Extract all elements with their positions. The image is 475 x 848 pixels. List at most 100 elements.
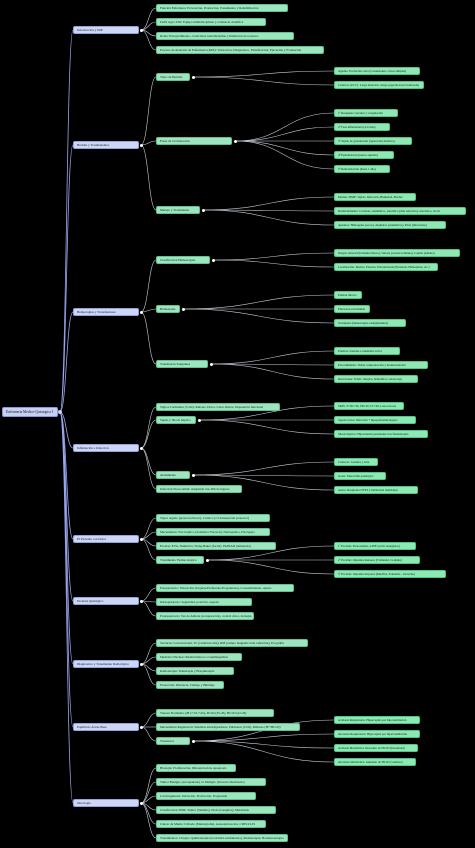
subtopic-5-remodelacion-hasta-1-ano[interactable]: 5ª Remodelación (hasta 1 año)	[334, 165, 390, 173]
subtopic-aereo-respirador-ffp2-y-habitacion-indiv[interactable]: Aéreo: Respirador FFP2 y habitación indi…	[334, 486, 418, 494]
subtopic-origen-arterial-brillante-chorro-venosa-[interactable]: Origen: Arterial (brillante/chorro), Ven…	[334, 249, 460, 257]
topic-preoperatorio-valoracion-urgente-prefere[interactable]: Preoperatorio: Valoración (Urgente/Prefe…	[156, 584, 294, 592]
topic-fases-de-cicatrizacion[interactable]: Fases de Cicatrización	[156, 137, 232, 145]
branch-equilibrio-acido-base[interactable]: Equilibrio Ácido-Base	[73, 723, 139, 731]
root-node[interactable]: Enfermeria Medico-Quirurgica I	[2, 407, 58, 417]
subtopic-procedimiento-doble-comprobacion-y-monit[interactable]: Procedimiento: Doble comprobación y moni…	[334, 361, 428, 369]
topic-biologia-proliferacion-diferenciacion-ap[interactable]: Biología: Proliferación, Diferenciación,…	[156, 764, 236, 772]
subtopic-sepsis-grave-infeccion-hipoperfusion-org[interactable]: Sepsis Grave: Infección + hipoperfusión/…	[334, 416, 416, 424]
topic-mecanismos-regulacion-sistemas-amortigua[interactable]: Mecanismos Regulación: Sistemas amortigu…	[156, 723, 300, 731]
subtopic-2-fase-inflamatoria-4-6-dias[interactable]: 2ª Fase inflamatoria (4-6 días)	[334, 123, 390, 131]
topic-intraoperatorio-seguridad-posicion-aseps[interactable]: Intraoperatorio: Seguridad, posición, as…	[156, 598, 252, 606]
topic-medicina-nuclear-radiofarmacos-e-gammagr[interactable]: Medicina Nuclear: Radiofármacos e Gammag…	[156, 653, 242, 661]
topic-toggle-manejo-y-tratamiento[interactable]	[201, 208, 205, 212]
branch-diagnostico-y-tratamiento-radiologico[interactable]: Diagnóstico y Tratamiento Radiológico	[73, 660, 139, 668]
subtopic-alcalosis-respiratoria-hipocapnia-por-hi[interactable]: Alcalosis Respiratoria: Hipocapnia por h…	[334, 730, 420, 738]
topic-mecanismos-nociceptivo-somatico-visceral[interactable]: Mecanismos: Nociceptivo (Somático/Viscer…	[156, 528, 270, 536]
topic-toggle-sepsis-y-shock-septico[interactable]	[197, 418, 201, 422]
subtopic-cronicas-ucc-larga-duracion-riesgo-upp-u[interactable]: Crónicas (UCC): Larga duración, riesgo (…	[334, 81, 424, 89]
subtopic-desbridamiento-cortante-enzimatico-autol[interactable]: Desbridamiento: Cortante, enzimático, au…	[334, 207, 466, 215]
topic-transfusion-sanguinea[interactable]: Transfusión Sanguínea	[156, 360, 208, 368]
connector-biologia-proliferacion-diferenciacion-ap	[140, 767, 157, 804]
branch-heridas-y-traumatismos[interactable]: Heridas y Traumatismos	[73, 141, 139, 149]
topic-toggle-transfusion-sanguinea[interactable]	[209, 362, 213, 366]
topic-toggle-trastornos[interactable]	[191, 739, 195, 743]
topic-tratamiento-farmacologico[interactable]: Tratamiento Farmacológico	[156, 556, 204, 564]
topic-sepsis-y-shock-septico[interactable]: Sepsis y Shock Séptico	[156, 416, 196, 424]
branch-introduccion-y-pae[interactable]: Introducción y PAE	[73, 26, 139, 34]
subtopic-modelo-time-tejido-infeccion-humedad-bor[interactable]: Modelo TIME: Tejido, Infección, Humedad,…	[334, 193, 416, 201]
subtopic-agudas-evolucion-corta-contusiones-corte[interactable]: Agudas: Evolución corta (Contusiones, co…	[334, 67, 420, 75]
topic-infeccion-nosocomial-adquirida-tras-48h-[interactable]: Infección Nosocomial: Adquirida tras 48h…	[156, 485, 242, 493]
branch-toggle-el-paciente-con-dolor[interactable]	[139, 537, 143, 541]
branch-hemorragias-y-transfusiones[interactable]: Hemorragias y Transfusiones	[73, 308, 139, 316]
connector-gotas-mascarilla-quirurgica	[192, 474, 335, 477]
topic-valores-normales-ph-7-35-7-45-pco2-35-45[interactable]: Valores Normales: pH (7.35-7.45), PCO2 (…	[156, 709, 274, 717]
topic-carcinogenesis-iniciacion-promocion-prog[interactable]: Carcinogénesis: Iniciación, Promoción, P…	[156, 792, 256, 800]
topic-tipos-agudo-protector-breve-cronico-3-6-[interactable]: Tipos: Agudo (protector/breve), Crónico …	[156, 514, 270, 522]
subtopic-4-epitelizacion-nuevo-epitelio[interactable]: 4ª Epitelización (nuevo epitelio)	[334, 151, 394, 159]
topic-toggle-hemostasia[interactable]	[181, 307, 185, 311]
subtopic-alcalosis-metabolica-aumento-de-hco3-vom[interactable]: Alcalosis Metabólica: Aumento de HCO3 (v…	[334, 758, 416, 766]
topic-proceso-de-atencion-de-enfermeria-pae-va[interactable]: Proceso de Atención de Enfermería (PAE):…	[156, 46, 324, 54]
subtopic-reacciones-febril-alergica-hemolitica-so[interactable]: Reacciones: Febril, alérgica, hemolítica…	[334, 375, 418, 383]
subtopic-sris-t-38-36-fr-20-fc-90-leucocitosis[interactable]: SRIS: T>38/<36, FR>20, FC>90, Leucocitos…	[334, 402, 404, 410]
branch-toggle-hemorragias-y-transfusiones[interactable]	[139, 310, 143, 314]
topic-toggle-tipos-de-heridas[interactable]	[191, 75, 195, 79]
topic-toggle-clasificacion-hemorragias[interactable]	[211, 258, 215, 262]
branch-el-paciente-con-dolor[interactable]: El Paciente con Dolor	[73, 535, 139, 543]
branch-toggle-inflamacion-e-infeccion[interactable]	[139, 446, 143, 450]
subtopic-shock-septico-hipotension-persistente-tr[interactable]: Shock Séptico: Hipotensión persistente t…	[334, 430, 428, 438]
subtopic-2-escalon-opioides-menores-tramadol-code[interactable]: 2º Escalón: Opioides menores (Tramadol, …	[334, 556, 420, 564]
subtopic-1-respuesta-vascular-y-coagulacion[interactable]: 1ª Respuesta vascular y coagulación	[334, 109, 398, 117]
branch-toggle-equilibrio-acido-base[interactable]	[139, 725, 143, 729]
branch-toggle-introduccion-y-pae[interactable]	[139, 28, 143, 32]
topic-roles-envejecimiento-cronicidad-interdis[interactable]: Roles: Envejecimiento, cronicidad, inter…	[156, 32, 294, 40]
topic-postoperatorio-tan-de-aldrete-recuperaci[interactable]: Postoperatorio: Tan de Aldrete (recupera…	[156, 612, 254, 620]
branch-oncologia[interactable]: Oncología	[73, 799, 139, 807]
topic-radioterapia-teleterapia-y-braquiterapia[interactable]: Radioterapia: Teleterapia y Braquiterapi…	[156, 667, 234, 675]
topic-tipos-de-heridas[interactable]: Tipos de Heridas	[156, 73, 190, 81]
subtopic-acidosis-metabolica-descenso-de-hco3-kus[interactable]: Acidosis Metabólica: Descenso de HCO3 (K…	[334, 744, 418, 752]
branch-toggle-diagnostico-y-tratamiento-radiologico[interactable]	[139, 662, 143, 666]
topic-tecnicas-convencional-tc-radiacion-alta-[interactable]: Técnicas: Convencional, TC (radiación al…	[156, 639, 308, 647]
topic-manejo-y-tratamiento[interactable]: Manejo y Tratamiento	[156, 206, 200, 214]
topic-toggle-tratamiento-farmacologico[interactable]	[205, 558, 209, 562]
branch-toggle-heridas-y-traumatismos[interactable]	[139, 143, 143, 147]
topic-perfil-siglo-xxi-equipo-multidisciplinar[interactable]: Perfil siglo XXI: Equipo multidisciplina…	[156, 18, 266, 26]
branch-paciente-quirurgico[interactable]: Paciente Quirúrgico	[73, 597, 139, 605]
subtopic-3-escalon-opioides-mayores-morfina-fenta[interactable]: 3º Escalón: Opioides mayores (Morfina, F…	[334, 570, 446, 578]
topic-escalas-eva-numerica-wong-baker-facial-p[interactable]: Escalas: EVA, Numérica, Wong-Baker (faci…	[156, 542, 276, 550]
topic-signos-cardinales-5-abs-rubous-dolor-cal[interactable]: Signos Cardinales (5 abs): Rubous, Dolor…	[156, 403, 280, 411]
root-collapse-toggle[interactable]	[58, 410, 62, 414]
subtopic-3-tejido-de-granulacion-reparacion-dermi[interactable]: 3ª Tejido de granulación (reparación dér…	[334, 137, 412, 145]
subtopic-acidosis-respiratoria-hipercapnia-por-hi[interactable]: Acidosis Respiratoria: Hipercapnia por h…	[334, 716, 420, 724]
subtopic-elevacion-extremidad[interactable]: Elevación extremidad	[334, 305, 370, 313]
topic-toggle-aislamiento[interactable]	[191, 473, 195, 477]
subtopic-presion-directa[interactable]: Presión directa	[334, 291, 362, 299]
subtopic-localizacion-interna-externa-exterioriza[interactable]: Localización: Interna, Externa, Exterior…	[334, 263, 438, 271]
topic-aislamiento[interactable]: Aislamiento	[156, 471, 190, 479]
subtopic-pruebas-cruzadas-e-identidad-activa[interactable]: Pruebas cruzadas e identidad activa	[334, 347, 400, 355]
branch-inflamacion-e-infeccion[interactable]: Inflamación e Infección	[73, 444, 139, 452]
topic-clasificacion-hemorragias[interactable]: Clasificación Hemorragias	[156, 256, 210, 264]
subtopic-1-escalon-paracetamol-aine-techo-analges[interactable]: 1º Escalón: Paracetamol, AINE (techo ana…	[334, 542, 416, 550]
topic-clasificacion-tnm-tumor-tamano-node-gang[interactable]: Clasificación TNM: Tumor (Tamaño), Node …	[156, 806, 276, 814]
topic-tumor-benigno-encapsulado-vs-maligno-inv[interactable]: Tumor Benigno (encapsulado) vs Maligno (…	[156, 778, 266, 786]
subtopic-torniquete-hemorragias-exanguinantes[interactable]: Torniquete (hemorragias exanguinantes)	[334, 319, 406, 327]
topic-hemostasia[interactable]: Hemostasia	[156, 305, 180, 313]
topic-tratamientos-cirugia-quimioterapia-toxic[interactable]: Tratamientos: Cirugía, Quimioterapia (to…	[156, 834, 288, 842]
connector-mecanismos-nociceptivo-somatico-visceral	[140, 531, 157, 540]
topic-cancer-de-mama-cribado-mamografia-autoex[interactable]: Cáncer de Mama: Cribado (Mamografía), Au…	[156, 820, 266, 828]
branch-toggle-paciente-quirurgico[interactable]	[139, 599, 143, 603]
topic-funcion-enfermera-prevencion-promocion-t[interactable]: Función Enfermera: Prevención, Promoción…	[156, 4, 288, 12]
topic-trastornos[interactable]: Trastornos	[156, 737, 190, 745]
branch-toggle-oncologia[interactable]	[139, 801, 143, 805]
subtopic-gotas-mascarilla-quirurgica[interactable]: Gotas: Mascarilla quirúrgica	[334, 472, 386, 480]
subtopic-contacto-guantes-y-bata[interactable]: Contacto: Guantes y bata	[334, 458, 378, 466]
connector-origen-arterial-brillante-chorro-venosa-	[212, 252, 335, 261]
subtopic-apositos-hidrogeles-secos-alginatos-exud[interactable]: Apósitos: Hidrogeles (secos), Alginatos …	[334, 221, 446, 229]
topic-toggle-fases-de-cicatrizacion[interactable]	[233, 139, 237, 143]
topic-proteccion-distancia-tiempo-y-blindaje[interactable]: Protección: Distancia, Tiempo y Blindaje	[156, 681, 224, 689]
